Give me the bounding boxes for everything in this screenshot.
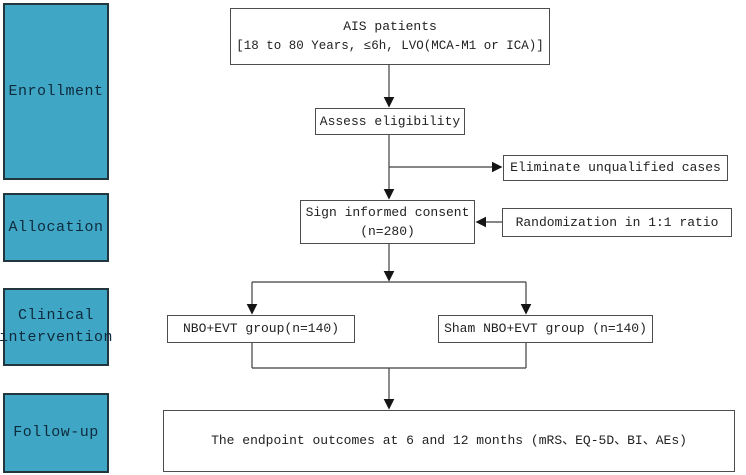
node-sham-nbo-evt-group: Sham NBO+EVT group (n=140)	[438, 315, 653, 343]
assess-eligibility-label: Assess eligibility	[319, 113, 461, 129]
node-assess-eligibility: Assess eligibility	[315, 108, 465, 135]
node-ais-patients: AIS patients [18 to 80 Years, ≤6h, LVO(M…	[230, 8, 550, 65]
ais-patients-title: AIS patients	[343, 19, 437, 35]
node-sign-informed-consent: Sign informed consent (n=280)	[300, 200, 475, 244]
stage-clinical-intervention: Clinical intervention	[0, 288, 113, 366]
stage-enrollment-label: Enrollment	[8, 82, 104, 100]
stage-allocation-label: Allocation	[8, 218, 104, 236]
eliminate-unqualified-label: Eliminate unqualified cases	[510, 160, 721, 176]
nbo-evt-group-label: NBO+EVT group(n=140)	[182, 321, 340, 337]
sham-nbo-evt-group-label: Sham NBO+EVT group (n=140)	[444, 321, 647, 337]
stage-enrollment: Enrollment	[3, 3, 109, 180]
stage-follow-up-label: Follow-up	[13, 424, 99, 442]
stage-clinical-intervention-label: Clinical intervention	[0, 307, 114, 346]
endpoint-outcomes-label: The endpoint outcomes at 6 and 12 months…	[211, 433, 687, 449]
stage-allocation: Allocation	[3, 193, 109, 262]
ais-patients-criteria: [18 to 80 Years, ≤6h, LVO(MCA-M1 or ICA)…	[236, 38, 544, 53]
randomization-label: Randomization in 1:1 ratio	[515, 214, 719, 230]
stage-follow-up: Follow-up	[3, 393, 109, 473]
node-nbo-evt-group: NBO+EVT group(n=140)	[167, 315, 355, 343]
sign-consent-label: Sign informed consent	[305, 204, 470, 220]
node-eliminate-unqualified: Eliminate unqualified cases	[503, 155, 728, 181]
node-endpoint-outcomes: The endpoint outcomes at 6 and 12 months…	[163, 410, 735, 472]
node-randomization: Randomization in 1:1 ratio	[502, 208, 732, 237]
sign-consent-count: (n=280)	[360, 224, 415, 239]
